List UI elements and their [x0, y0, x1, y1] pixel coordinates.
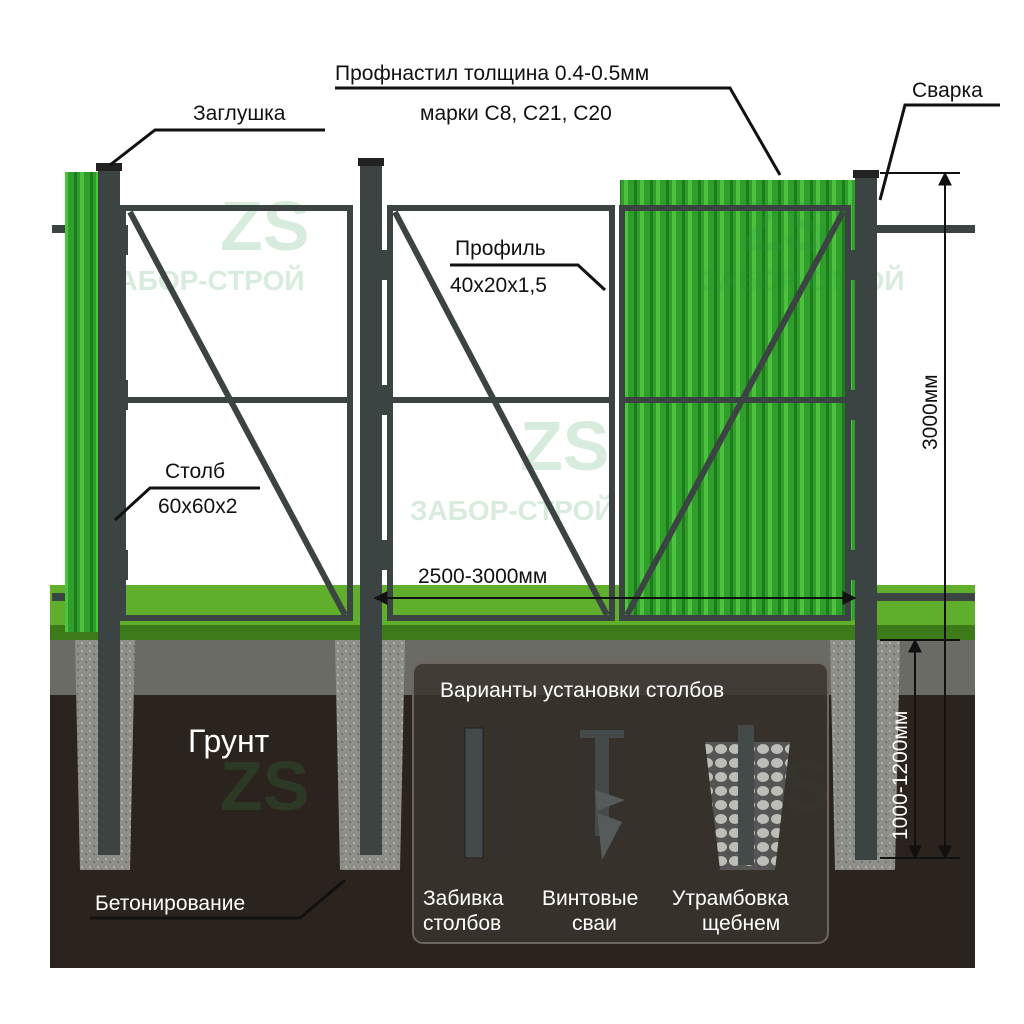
installation-options-panel: Варианты установки столбов Забивка столб…	[412, 662, 829, 944]
gate-frame-left	[120, 205, 353, 621]
svg-text:ZS: ZS	[220, 747, 309, 825]
label-sheet-thickness: Профнастил толщина 0.4-0.5мм	[335, 62, 649, 85]
label-cap: Заглушка	[193, 102, 286, 125]
label-weld: Сварка	[912, 79, 983, 102]
label-depth: 1000-1200мм	[889, 711, 912, 840]
label-concrete: Бетонирование	[95, 892, 245, 915]
svg-text:Забивка: Забивка	[423, 887, 504, 910]
leader-lines	[90, 86, 1000, 920]
svg-text:ZS: ZS	[220, 187, 309, 265]
svg-text:ZS: ZS	[740, 187, 829, 265]
dimension-lines	[373, 171, 960, 860]
svg-text:щебнем: щебнем	[702, 912, 780, 935]
label-soil: Грунт	[188, 723, 270, 759]
screw-pile-icon	[580, 730, 625, 860]
label-sheet-grades: марки С8, С21, С20	[420, 102, 612, 125]
svg-text:ЗАБОР-СТРОЙ: ЗАБОР-СТРОЙ	[100, 264, 305, 296]
driven-post-icon	[464, 727, 484, 859]
svg-text:сваи: сваи	[572, 912, 617, 935]
label-width: 2500-3000мм	[418, 565, 547, 588]
label-post-size: 60х60х2	[158, 495, 237, 518]
svg-text:Утрамбовка: Утрамбовка	[672, 887, 789, 910]
profiled-sheet-left	[65, 172, 103, 632]
svg-text:столбов: столбов	[423, 912, 501, 935]
label-height: 3000мм	[919, 374, 942, 450]
crushed-stone-icon	[705, 725, 790, 870]
panel-title: Варианты установки столбов	[440, 679, 724, 702]
label-post: Столб	[165, 460, 225, 483]
svg-text:Винтовые: Винтовые	[542, 887, 638, 910]
gate-frame-middle	[387, 205, 615, 621]
label-profile-size: 40х20х1,5	[450, 274, 547, 297]
svg-text:ЗАБОР-СТРОЙ: ЗАБОР-СТРОЙ	[410, 494, 615, 526]
posts	[96, 158, 879, 860]
label-profile: Профиль	[455, 237, 546, 260]
